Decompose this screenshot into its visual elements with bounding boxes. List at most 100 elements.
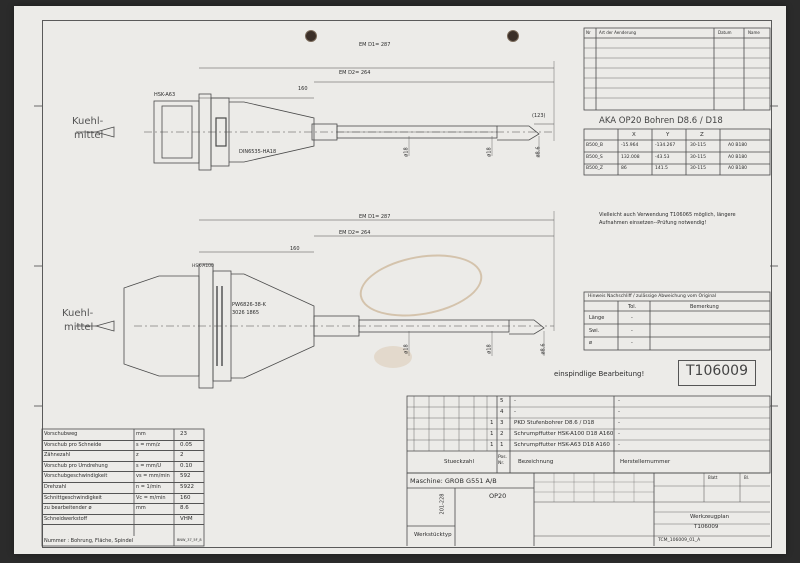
bom-pos: 1 bbox=[500, 442, 504, 448]
param-value: 2 bbox=[180, 452, 184, 459]
param-unit: s = mm/z bbox=[136, 441, 161, 448]
title-block-bl: Bl. bbox=[744, 475, 750, 480]
dia-18-top-a: ø18 bbox=[403, 147, 410, 157]
dim-em-d1-bottom: EM D1= 287 bbox=[359, 214, 391, 220]
title-block-footer: TCM_106009_01_A bbox=[658, 538, 701, 543]
dim-160-bottom: 160 bbox=[290, 246, 300, 252]
note-line: Vielleicht auch Verwendung T106065 mögli… bbox=[599, 212, 736, 218]
tool-number-box bbox=[678, 360, 756, 386]
tolerance-row-value: - bbox=[631, 328, 633, 334]
bom-mfr: - bbox=[618, 398, 620, 404]
coolant-label-top: mittel bbox=[74, 130, 104, 141]
coord-cell: -15.964 bbox=[621, 143, 639, 148]
param-label: Schneidwerkstoff bbox=[44, 515, 88, 522]
coord-cell: 141.5 bbox=[655, 166, 668, 171]
dim-em-d2-top: EM D2= 264 bbox=[339, 70, 371, 76]
tolerance-row-label: Länge bbox=[589, 315, 605, 321]
drawing-frame bbox=[42, 20, 772, 548]
label-hsk-a100: HSK-A100 bbox=[192, 264, 214, 269]
param-footer-value: BNW_37_5F_8 bbox=[177, 538, 202, 542]
revision-col-date: Datum bbox=[718, 30, 732, 35]
param-unit: mm bbox=[136, 431, 146, 437]
coord-cell: B500_B bbox=[586, 143, 604, 148]
coord-cell: -43.53 bbox=[655, 155, 670, 160]
param-unit: vs = mm/min bbox=[136, 473, 170, 480]
coolant-label-bottom: Kuehl- bbox=[62, 308, 94, 319]
bom-mfr: - bbox=[618, 420, 620, 426]
coolant-label-top: Kuehl- bbox=[72, 116, 104, 127]
label-hsk-a63: HSK-A63 bbox=[154, 92, 176, 98]
param-value: VHM bbox=[180, 515, 193, 522]
bom-header-desc: Bezeichnung bbox=[518, 459, 554, 465]
label-din: DIN6535-HA18 bbox=[239, 149, 277, 155]
param-label: Vorschub pro Umdrehung bbox=[44, 462, 108, 469]
vertical-code: 201-228 bbox=[439, 493, 446, 515]
dia-18-bottom-a: ø18 bbox=[403, 344, 410, 354]
bom-desc: - bbox=[514, 409, 516, 415]
coord-cell: A0 B180 bbox=[728, 166, 748, 171]
tolerance-row-value: - bbox=[631, 315, 633, 321]
title-block-blatt: Blatt bbox=[708, 475, 718, 480]
bom-desc: - bbox=[514, 398, 516, 404]
param-label: Vorschubweg bbox=[44, 431, 78, 437]
bom-mfr: - bbox=[618, 442, 620, 448]
dia-18-top-b: ø18 bbox=[486, 147, 493, 157]
param-value: 23 bbox=[180, 431, 187, 437]
tolerance-row-label: Swi. bbox=[589, 328, 600, 334]
param-label: Drehzahl bbox=[44, 484, 67, 490]
bom-header-mfr: Herstellernummer bbox=[620, 459, 671, 465]
dim-123: (123) bbox=[532, 113, 546, 119]
label-part-b: 3026 1865 bbox=[232, 310, 260, 316]
bom-desc: PKD Stufenbohrer D8.6 / D18 bbox=[514, 420, 595, 426]
param-value: 8.6 bbox=[180, 505, 189, 512]
param-label: Vorschubgeschwindigkeit bbox=[44, 473, 108, 480]
bom-mfr: - bbox=[618, 431, 620, 437]
param-value: 5922 bbox=[180, 484, 194, 490]
coolant-label-bottom: mittel bbox=[64, 322, 94, 333]
param-value: 0.05 bbox=[180, 441, 193, 448]
bom-header-qty: Stueckzahl bbox=[444, 459, 474, 465]
bom-header-pos: Pos. Nr. bbox=[498, 455, 508, 466]
param-value: 0.10 bbox=[180, 462, 193, 469]
machine-label: Maschine: GROB G551 A/B bbox=[410, 477, 497, 485]
param-unit: n = 1/min bbox=[136, 484, 161, 490]
coord-cell: 30-115 bbox=[690, 166, 706, 171]
bom-qty: 1 bbox=[490, 431, 494, 437]
tolerance-header-tol: Tol. bbox=[628, 304, 637, 310]
coord-cell: B500_S bbox=[586, 155, 603, 160]
label-part-a: PW6826-38-K bbox=[232, 302, 266, 308]
dia-86-bottom: ø8.6 bbox=[540, 343, 547, 355]
bom-mfr: - bbox=[618, 409, 620, 415]
coord-header-y: Y bbox=[666, 132, 670, 138]
note-line: Aufnahmen einsetzen--Prüfung notwendig! bbox=[599, 220, 707, 226]
param-row: Vorschubweg mm 23 bbox=[42, 429, 204, 441]
technical-drawing bbox=[34, 27, 778, 547]
coord-cell: 30-115 bbox=[690, 155, 706, 160]
param-label: Zähnezahl bbox=[44, 452, 71, 459]
param-unit: s = mm/U bbox=[136, 462, 162, 469]
param-label: Schnittgeschwindigkeit bbox=[44, 494, 102, 501]
bom-qty: 1 bbox=[490, 420, 494, 426]
drawing-sheet: EM D1= 287 EM D2= 264 160 (123) HSK-A63 … bbox=[14, 6, 786, 554]
param-label: zu bearbeitender ø bbox=[44, 505, 92, 512]
revision-col-name: Name bbox=[748, 30, 760, 35]
dim-em-d1-top: EM D1= 287 bbox=[359, 42, 391, 48]
workpiece-type: Werkstücktyp bbox=[414, 532, 452, 538]
coord-cell: 30-115 bbox=[690, 143, 706, 148]
bom-pos: 3 bbox=[500, 420, 504, 426]
param-value: 160 bbox=[180, 494, 191, 501]
coord-cell: B500_Z bbox=[586, 166, 604, 171]
param-unit: mm bbox=[136, 505, 146, 512]
coord-cell: A0 B180 bbox=[728, 155, 748, 160]
bom-desc: Schrumpffutter HSK-A100 D18 A160 bbox=[514, 431, 614, 437]
param-row: Drehzahl n = 1/min 5922 bbox=[42, 482, 204, 494]
bom-pos: 2 bbox=[500, 431, 504, 437]
bom-qty: 1 bbox=[490, 442, 494, 448]
param-row: Vorschub pro Umdrehung s = mm/U 0.10 bbox=[42, 461, 204, 473]
coord-cell: 86 bbox=[621, 166, 627, 171]
coord-cell: A0 B180 bbox=[728, 143, 748, 148]
coffee-stain bbox=[374, 346, 412, 368]
tool-number: T106009 bbox=[686, 363, 748, 379]
